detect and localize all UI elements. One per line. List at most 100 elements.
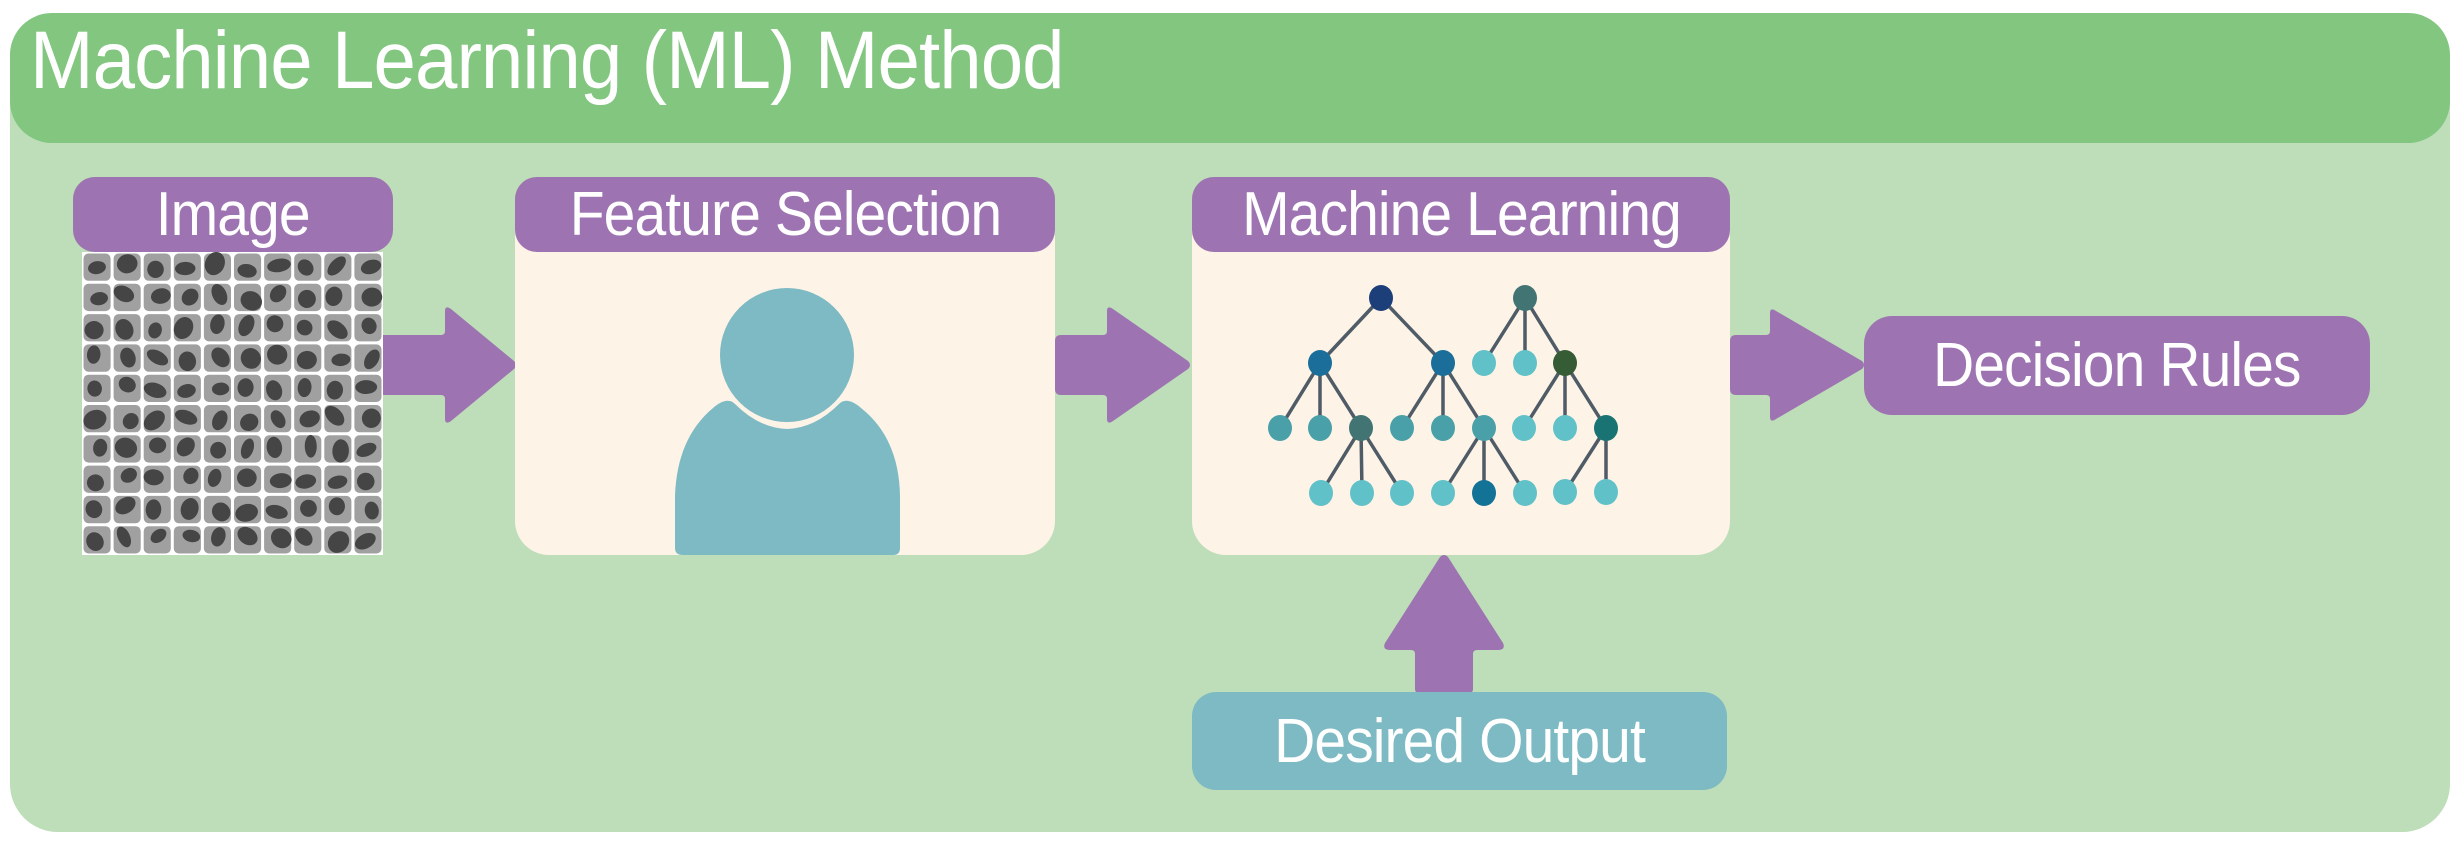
cell-nucleus <box>83 409 107 430</box>
tree-node <box>1268 415 1292 441</box>
desired-output-label: Desired Output <box>1274 706 1646 776</box>
cell-nucleus <box>146 349 169 366</box>
tree-node <box>1390 415 1414 441</box>
cell-nucleus <box>143 410 165 431</box>
cell-nucleus <box>118 376 136 393</box>
tree-node <box>1553 415 1577 441</box>
cell-nucleus <box>270 410 286 429</box>
cell-nucleus <box>114 437 138 458</box>
tree-edge <box>1400 362 1445 429</box>
cell-nucleus <box>180 498 199 520</box>
cell-nucleus <box>173 317 194 340</box>
cell-nucleus <box>361 317 377 335</box>
tree-edge <box>1482 297 1527 364</box>
cell-nucleus <box>266 380 283 401</box>
decision-rules-label: Decision Rules <box>1933 331 2301 400</box>
cell-nucleus <box>355 380 378 395</box>
cell-nucleus <box>332 439 349 463</box>
cell-nucleus <box>143 469 164 486</box>
cell-nucleus <box>237 468 257 488</box>
cell-nucleus <box>237 378 254 397</box>
tree-node <box>1431 415 1455 441</box>
cell-nucleus <box>238 315 255 337</box>
cell-nucleus <box>120 467 137 483</box>
cell-nucleus <box>240 438 255 459</box>
tree-node <box>1472 350 1496 376</box>
person-icon <box>675 288 900 555</box>
cell-nucleus <box>327 531 350 553</box>
cell-nucleus <box>148 322 162 339</box>
cell-nucleus <box>182 529 201 543</box>
tree-edge <box>1563 362 1608 429</box>
cell-nucleus <box>240 291 263 311</box>
cell-nucleus <box>177 384 196 398</box>
panel-header <box>10 13 2450 143</box>
cell-nucleus <box>356 472 375 491</box>
cell-nucleus <box>269 473 292 489</box>
cell-nucleus <box>354 532 376 550</box>
cell-nucleus <box>84 321 104 340</box>
cell-nucleus <box>296 350 317 370</box>
cell-nucleus <box>120 347 136 368</box>
cell-nucleus <box>115 319 134 340</box>
cell-nucleus <box>85 500 103 519</box>
tree-node <box>1390 480 1414 506</box>
tree-node <box>1472 480 1496 506</box>
arrow-right-icon <box>1730 309 1864 421</box>
cell-nucleus <box>267 344 288 365</box>
tree-node <box>1431 480 1455 506</box>
tree-edge <box>1379 296 1445 365</box>
cell-nucleus <box>115 496 136 515</box>
cell-nucleus <box>148 437 167 454</box>
cell-nucleus <box>327 475 348 489</box>
cell-nucleus <box>211 347 230 368</box>
decision-tree-forest-icon <box>1268 285 1618 506</box>
tree-edge <box>1318 362 1363 429</box>
cell-nucleus <box>300 499 317 517</box>
cell-nucleus <box>266 315 284 333</box>
cell-nucleus <box>295 528 313 546</box>
cell-nucleus <box>266 436 283 459</box>
cell-nucleus <box>86 474 104 492</box>
arrow-up-icon <box>1384 555 1504 693</box>
cell-nucleus <box>331 353 351 367</box>
cell-nucleus <box>204 251 225 276</box>
cell-nucleus <box>90 292 108 306</box>
tree-node <box>1308 350 1332 376</box>
cell-nucleus <box>325 286 343 306</box>
tree-node <box>1553 350 1577 376</box>
tree-node <box>1513 480 1537 506</box>
cell-nucleus <box>143 382 167 399</box>
tree-edge <box>1482 427 1527 494</box>
cell-nucleus <box>211 382 230 396</box>
cell-tissue-image <box>82 251 383 555</box>
image-label-box: Image <box>73 177 393 252</box>
cell-nucleus <box>361 287 383 307</box>
cell-nucleus <box>299 410 320 428</box>
tree-node <box>1513 350 1537 376</box>
tree-edge <box>1522 362 1567 429</box>
cell-nucleus <box>295 474 317 489</box>
tree-edge <box>1318 296 1383 365</box>
cell-nucleus <box>178 351 197 372</box>
tree-node <box>1472 415 1496 441</box>
cell-nucleus <box>240 348 261 369</box>
cell-nucleus <box>175 409 198 425</box>
cell-nucleus <box>212 410 228 431</box>
cell-nucleus <box>269 284 287 303</box>
cell-nucleus <box>237 526 258 546</box>
tree-node <box>1350 480 1374 506</box>
cell-nucleus <box>324 405 345 426</box>
cell-nucleus <box>150 528 167 544</box>
tree-node <box>1594 415 1618 441</box>
cell-nucleus <box>326 380 344 400</box>
cell-nucleus <box>211 502 231 522</box>
tree-node <box>1309 480 1333 506</box>
tree-edge <box>1441 427 1486 494</box>
cell-nucleus <box>211 284 228 305</box>
cell-nucleus <box>327 256 346 276</box>
tree-edge <box>1278 362 1322 429</box>
cell-nucleus <box>297 289 316 309</box>
tree-edge <box>1319 427 1363 494</box>
cell-nucleus <box>364 501 379 520</box>
